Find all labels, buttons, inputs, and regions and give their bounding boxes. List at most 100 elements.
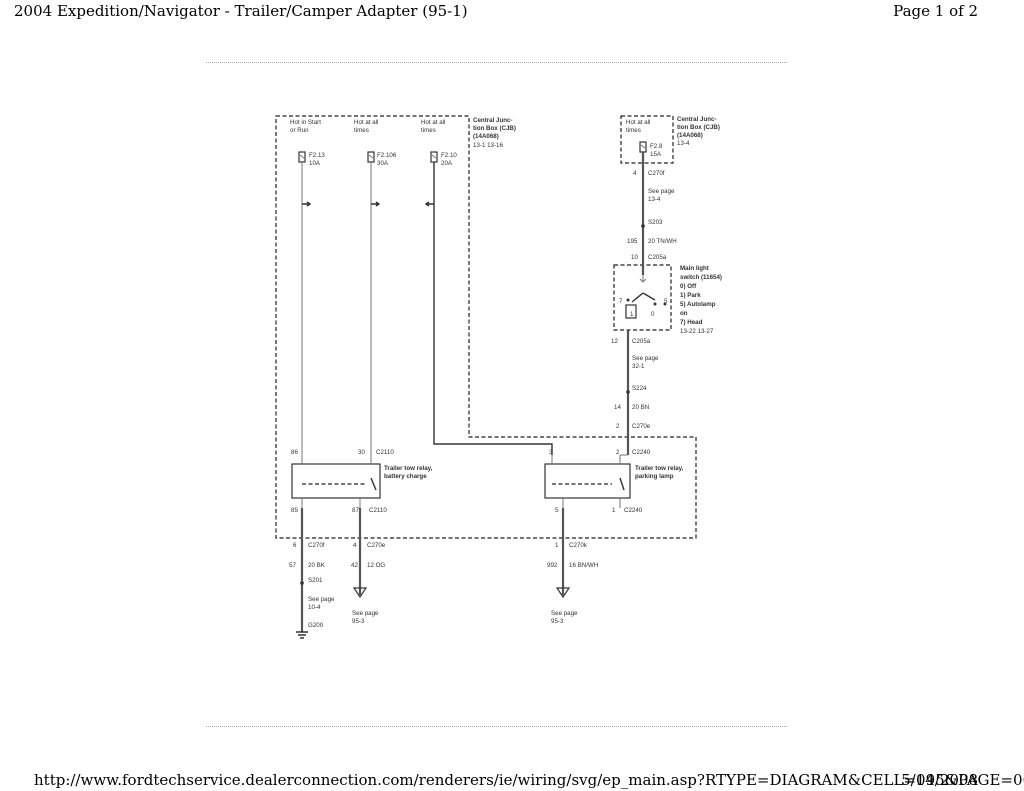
pin-2-c270e-label: 2	[616, 423, 620, 430]
conn-c205a-top-label: C205a	[648, 254, 667, 261]
relay2-pin-3: 3	[549, 449, 553, 456]
splice-s224-label: S224	[632, 385, 647, 392]
see-page-32-1-a: See page	[632, 355, 659, 362]
switch-pos-7: 7	[619, 298, 623, 305]
fuse4-rating: 15A	[650, 151, 662, 158]
out3-circuit: 992	[547, 562, 558, 569]
splice-s224-dot	[626, 390, 630, 394]
relay2-label-2: parking lamp	[635, 473, 674, 480]
conn-c205a-bot-label: C205a	[632, 338, 651, 345]
switch-label-4: 1) Park	[680, 292, 701, 299]
cjb-left-line4: 13-1 13-16	[473, 142, 503, 149]
relay1-pin-86: 86	[291, 449, 298, 456]
splice-s203-dot	[641, 224, 645, 228]
out3-pin: 1	[555, 542, 559, 549]
relay-parking-lamp	[544, 455, 631, 508]
pin-4-label: 4	[633, 170, 637, 177]
pin-10-label: 10	[631, 254, 638, 261]
relay1-pin-87: 87	[352, 507, 359, 514]
out1-conn: C270f	[308, 542, 325, 549]
relay-battery-charge	[291, 455, 381, 508]
fuse3-id: F2.10	[441, 152, 457, 159]
cjb-right-line4: 13-4	[677, 140, 690, 147]
out1-ground: G200	[308, 622, 324, 629]
cjb-left-line2: tion Box (CJB)	[473, 125, 516, 132]
relay1-pin-30: 30	[358, 449, 365, 456]
out2-circuit: 42	[351, 562, 358, 569]
relay2-pin-2: 2	[616, 449, 620, 456]
cjb-right-line2: tion Box (CJB)	[677, 124, 720, 131]
switch-pos-1: 1	[630, 311, 634, 318]
pin-12-label: 12	[611, 338, 618, 345]
out2-pin: 4	[353, 542, 357, 549]
source-label-1b: or Run	[290, 127, 309, 134]
out1-wire: 20 BK	[308, 562, 326, 569]
out2-conn: C270e	[367, 542, 386, 549]
out1-pin: 6	[293, 542, 297, 549]
source-label-3b: times	[421, 127, 436, 134]
source-label-3a: Hot at all	[421, 119, 445, 126]
out2-see-a: See page	[352, 610, 379, 617]
wire-20tnwh-label: 20 TN/WH	[648, 238, 677, 245]
main-light-switch-contacts	[625, 275, 667, 319]
switch-pos-5: 5	[664, 298, 668, 305]
splice-s203-label: S203	[648, 219, 663, 226]
wire-fuse3-to-relay2	[433, 162, 553, 455]
source-url[interactable]: http://www.fordtechservice.dealerconnect…	[34, 771, 1024, 789]
circuit-14-label: 14	[614, 404, 621, 411]
relay2-pin-5: 5	[555, 507, 559, 514]
relay2-label-1: Trailer tow relay,	[635, 465, 684, 472]
switch-label-5: 5) Autolamp	[680, 301, 716, 308]
out1-see-b: 10-4	[308, 604, 321, 611]
arrow-out-16bnwh	[555, 587, 571, 599]
see-page-32-1-b: 32-1	[632, 363, 645, 370]
relay1-conn-bot: C2110	[369, 507, 387, 514]
source-label-2a: Hot at all	[354, 119, 378, 126]
cjb-left-enclosure	[275, 115, 697, 539]
fuse1-id: F2.13	[309, 152, 325, 159]
fuse3-rating: 20A	[441, 160, 453, 167]
arrow-mark-2	[371, 201, 381, 207]
source-label-2b: times	[354, 127, 369, 134]
conn-c270f-label: C270f	[648, 170, 665, 177]
arrow-mark-1	[302, 201, 312, 207]
relay2-conn-top: C2240	[632, 449, 651, 456]
cjb-left-line1: Central Junc-	[473, 117, 513, 124]
switch-label-8: 13-22 13-27	[680, 328, 714, 335]
relay1-conn-top: C2110	[376, 449, 394, 456]
arrow-out-12og	[352, 587, 368, 599]
conn-c270e-top-label: C270e	[632, 423, 651, 430]
out3-conn: C270k	[569, 542, 588, 549]
cjb-left-line3: (14A068)	[473, 133, 499, 140]
switch-label-3: 0) Off	[680, 283, 697, 290]
splice-s201-dot	[300, 581, 304, 585]
cjb-right-enclosure	[620, 115, 674, 164]
bottom-divider	[206, 726, 787, 727]
source-label-1a: Hot in Start	[290, 119, 321, 126]
out1-splice: S201	[308, 577, 323, 584]
relay2-conn-bot: C2240	[624, 507, 643, 514]
switch-label-2: switch (11654)	[680, 274, 722, 281]
see-page-13-4-a: See page	[648, 188, 675, 195]
relay1-label-1: Trailer tow relay,	[384, 465, 433, 472]
fuse4-id: F2.8	[650, 143, 663, 150]
ground-symbol	[296, 631, 308, 639]
switch-pos-0: 0	[651, 311, 655, 318]
right-source-a: Hot at all	[626, 119, 650, 126]
fuse-f2-10	[430, 151, 438, 163]
fuse2-id: F2.106	[377, 152, 397, 159]
out2-see-b: 95-3	[352, 618, 365, 625]
switch-label-1: Main light	[680, 265, 709, 272]
out2-wire: 12 OG	[367, 562, 385, 569]
cjb-right-line3: (14A068)	[677, 132, 703, 139]
cjb-right-line1: Central Junc-	[677, 116, 717, 123]
out3-see-a: See page	[551, 610, 578, 617]
page-title: 2004 Expedition/Navigator - Trailer/Camp…	[14, 2, 468, 20]
arrow-mark-3	[424, 201, 434, 207]
fuse-f2-8	[639, 141, 647, 153]
relay1-pin-85: 85	[291, 507, 298, 514]
relay2-pin-1: 1	[612, 507, 616, 514]
fuse1-rating: 10A	[309, 160, 321, 167]
fuse-f2-13	[298, 151, 306, 163]
